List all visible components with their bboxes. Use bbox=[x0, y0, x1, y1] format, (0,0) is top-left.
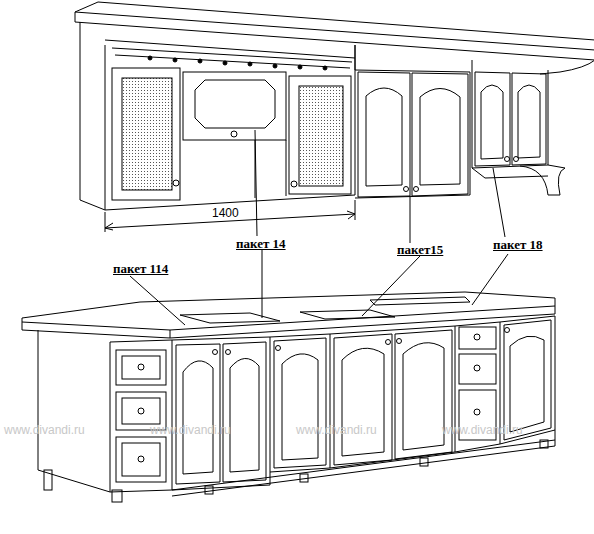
watermark: www.divandi.ru bbox=[442, 424, 523, 436]
package-callout: пакет 114 bbox=[112, 262, 169, 275]
package-callout: пакет15 bbox=[396, 243, 444, 256]
watermark: www.divandi.ru bbox=[296, 424, 377, 436]
package-callout: пакет 14 bbox=[235, 237, 287, 250]
dimension-label: 1400 bbox=[210, 207, 241, 219]
package-callout: пакет 18 bbox=[492, 238, 544, 251]
watermark: www.divandi.ru bbox=[150, 424, 231, 436]
watermark: www.divandi.ru bbox=[4, 424, 85, 436]
